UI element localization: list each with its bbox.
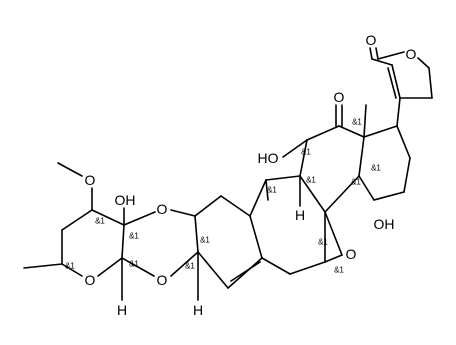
stereo-labels: &1 &1 &1 &1 &1 &1 &1 &1 &1 &1 &1 &1 &1 &… — [65, 118, 381, 275]
atom-dioxane-o-2: O — [157, 272, 168, 288]
a-ring — [194, 195, 263, 289]
sugar-ring — [23, 162, 125, 277]
svg-text:&1: &1 — [95, 217, 105, 226]
atom-methoxy-o: O — [85, 172, 96, 188]
svg-text:&1: &1 — [334, 266, 344, 275]
b-ring — [249, 175, 326, 275]
atom-c14-hydroxyl: OH — [374, 216, 395, 232]
svg-text:&1: &1 — [301, 148, 311, 157]
atom-dioxane-o-1: O — [157, 201, 168, 217]
svg-text:&1: &1 — [371, 164, 381, 173]
d-ring — [358, 125, 411, 201]
svg-text:&1: &1 — [65, 262, 75, 271]
c-ring — [299, 104, 367, 213]
atom-h9: H — [295, 207, 305, 223]
atom-lactone-ring-o: O — [406, 46, 417, 62]
dioxane-ring — [121, 209, 199, 277]
svg-text:&1: &1 — [351, 178, 361, 187]
atom-h5: H — [193, 302, 203, 318]
svg-text:&1: &1 — [185, 262, 195, 271]
atom-sugar-hydroxyl: OH — [115, 192, 136, 208]
atom-sugar-ring-o: O — [85, 272, 96, 288]
svg-text:&1: &1 — [318, 238, 328, 247]
atom-lactone-carbonyl-o: O — [366, 32, 377, 48]
atom-sugar-h: H — [117, 302, 127, 318]
butenolide-ring — [369, 47, 433, 99]
svg-text:&1: &1 — [200, 236, 210, 245]
svg-text:&1: &1 — [129, 260, 139, 269]
svg-text:&1: &1 — [129, 232, 139, 241]
c11-oh-bond — [282, 139, 308, 158]
atom-ketone-o: O — [334, 89, 345, 105]
svg-text:&1: &1 — [352, 118, 362, 127]
svg-text:&1: &1 — [306, 176, 316, 185]
svg-text:&1: &1 — [267, 186, 277, 195]
atom-epoxide-o: O — [346, 246, 357, 262]
epoxide-ring — [324, 211, 343, 263]
atom-c11-hydroxyl: HO — [258, 150, 279, 166]
c17-c20-bond — [396, 97, 401, 127]
